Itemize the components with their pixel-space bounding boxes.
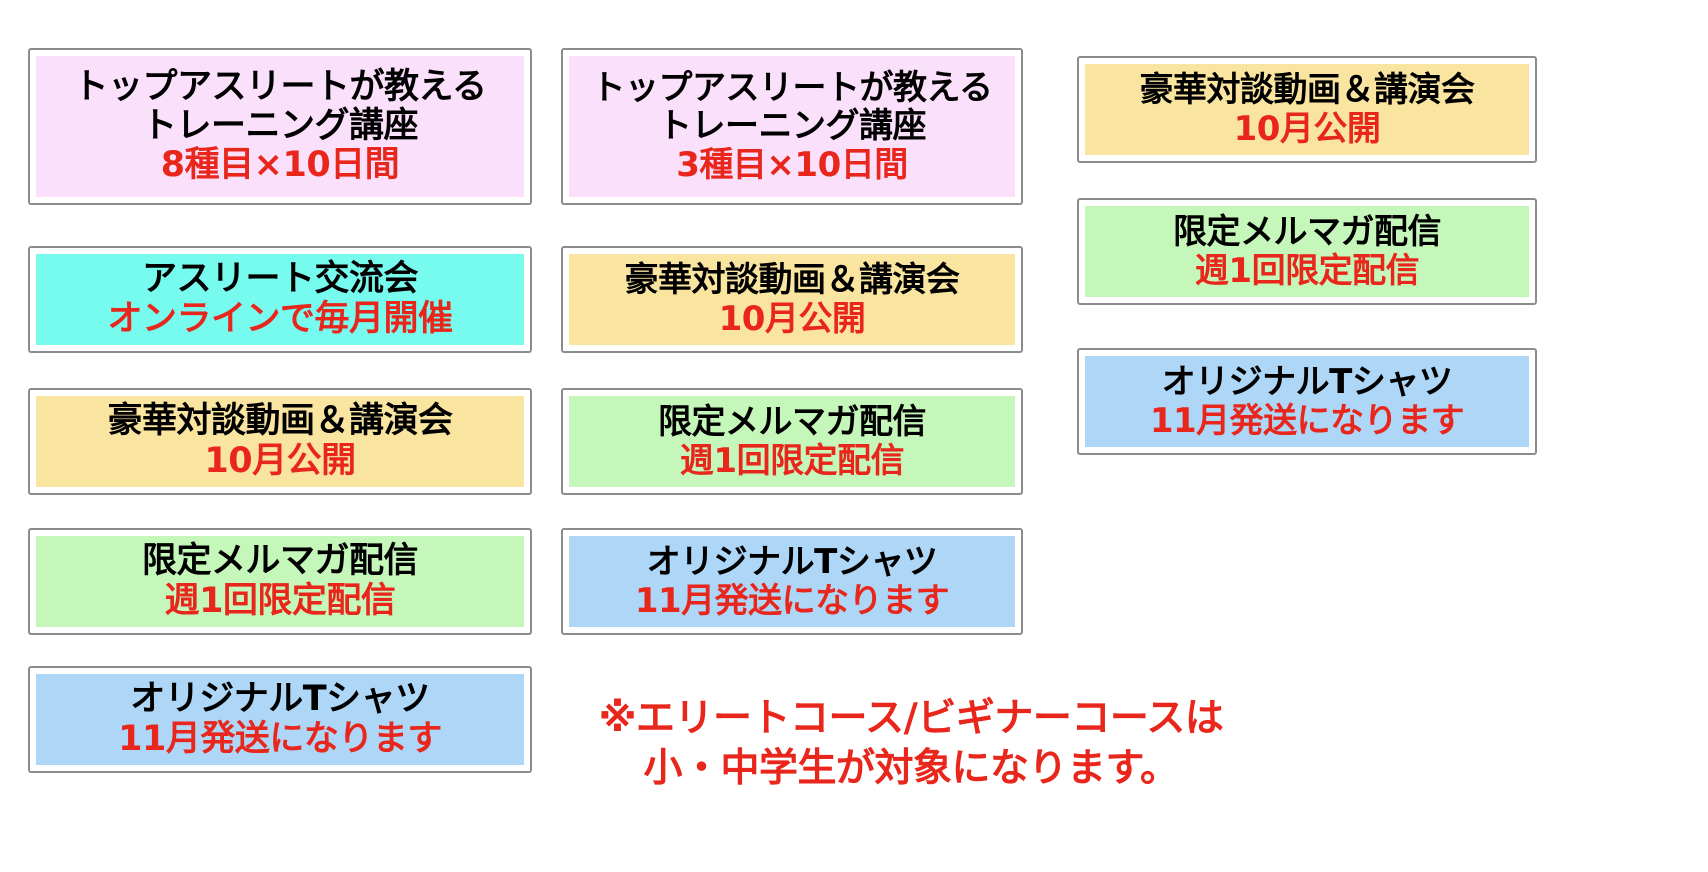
benefit-card-title: 豪華対談動画＆講演会 bbox=[107, 401, 453, 442]
course-eligibility-note: ※エリートコース/ビギナーコースは 小・中学生が対象になります。 bbox=[598, 696, 1224, 791]
benefit-card-subtitle: 3種目×10日間 bbox=[676, 144, 908, 185]
benefit-card-subtitle: 8種目×10日間 bbox=[160, 145, 400, 186]
benefit-card-title: オリジナルTシャツ bbox=[130, 679, 430, 720]
benefit-card-title: トップアスリートが教える トレーニング講座 bbox=[591, 68, 993, 147]
benefit-card-title: トップアスリートが教える トレーニング講座 bbox=[73, 66, 487, 146]
benefit-card-subtitle: 10月公開 bbox=[1233, 108, 1381, 149]
benefit-card-subtitle: 10月公開 bbox=[204, 440, 356, 481]
benefit-card-subtitle: 10月公開 bbox=[718, 298, 866, 339]
benefit-card-title: アスリート交流会 bbox=[141, 259, 419, 300]
benefit-card-subtitle: 週1回限定配信 bbox=[679, 440, 905, 481]
benefit-card-title: 豪華対談動画＆講演会 bbox=[1139, 70, 1476, 111]
benefit-card: 限定メルマガ配信週1回限定配信 bbox=[1077, 198, 1537, 305]
benefit-card-subtitle: 週1回限定配信 bbox=[1194, 250, 1420, 291]
benefit-card-title: オリジナルTシャツ bbox=[646, 542, 938, 583]
benefit-card: 限定メルマガ配信週1回限定配信 bbox=[561, 388, 1023, 495]
benefit-card-body: 限定メルマガ配信週1回限定配信 bbox=[36, 536, 524, 627]
benefit-card-body: 限定メルマガ配信週1回限定配信 bbox=[1085, 206, 1529, 297]
benefit-card-body: アスリート交流会オンラインで毎月開催 bbox=[36, 254, 524, 345]
benefit-card-title: 限定メルマガ配信 bbox=[1173, 212, 1442, 253]
benefit-card-title: 限定メルマガ配信 bbox=[658, 402, 927, 443]
benefit-card-title: 豪華対談動画＆講演会 bbox=[624, 260, 961, 301]
benefit-card-subtitle: 週1回限定配信 bbox=[164, 580, 396, 621]
benefit-card-subtitle: 11月発送になります bbox=[1149, 400, 1465, 441]
benefit-card-body: 限定メルマガ配信週1回限定配信 bbox=[569, 396, 1015, 487]
benefit-card-subtitle: 11月発送になります bbox=[634, 580, 950, 621]
benefit-card-subtitle: 11月発送になります bbox=[118, 718, 442, 759]
benefit-card-title: オリジナルTシャツ bbox=[1161, 362, 1453, 403]
benefit-card: 限定メルマガ配信週1回限定配信 bbox=[28, 528, 532, 635]
benefit-card-subtitle: オンラインで毎月開催 bbox=[107, 298, 453, 339]
benefit-card: アスリート交流会オンラインで毎月開催 bbox=[28, 246, 532, 353]
benefit-card-title: 限定メルマガ配信 bbox=[141, 541, 419, 582]
